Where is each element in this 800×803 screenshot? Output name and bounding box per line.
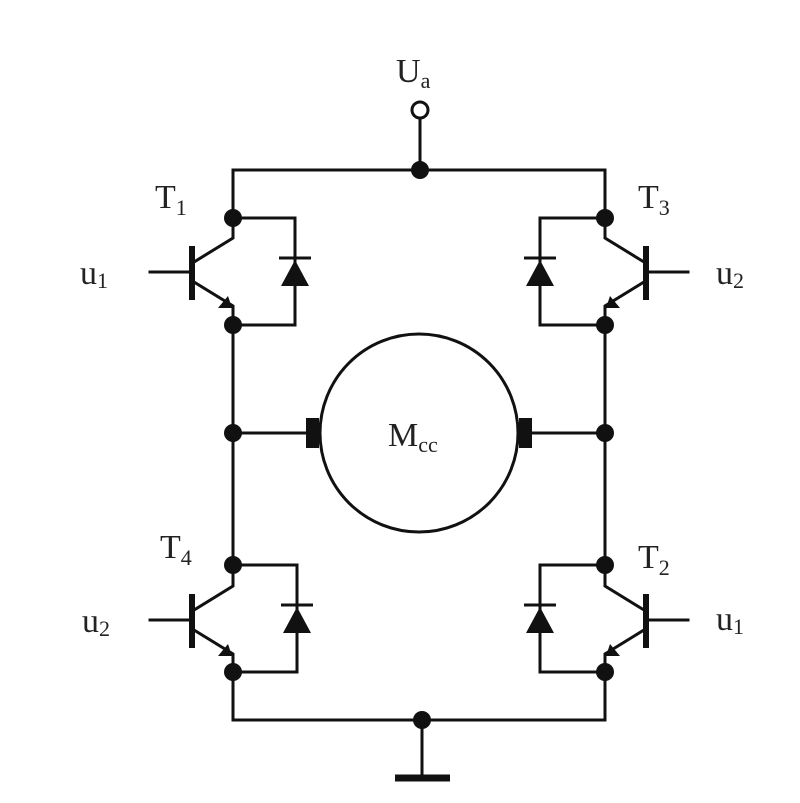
dc-motor <box>231 332 607 534</box>
ground-symbol <box>395 718 450 782</box>
transistor-t1 <box>148 216 311 327</box>
label-t4: T4 <box>160 529 192 570</box>
transistor-t2 <box>524 563 690 674</box>
label-supply: Ua <box>396 53 431 93</box>
label-input-t4: u2 <box>82 603 110 641</box>
label-input-t1: u1 <box>80 255 108 293</box>
transistor-t4 <box>148 563 313 674</box>
label-t3: T3 <box>638 179 670 220</box>
junction-dots <box>224 161 614 729</box>
supply-terminal <box>410 100 430 172</box>
label-t1: T1 <box>155 179 187 220</box>
label-input-t3: u2 <box>716 255 744 293</box>
label-input-t2: u1 <box>716 601 744 639</box>
label-motor: Mcc <box>388 417 438 457</box>
transistor-t3 <box>524 216 690 327</box>
label-t2: T2 <box>638 539 670 580</box>
